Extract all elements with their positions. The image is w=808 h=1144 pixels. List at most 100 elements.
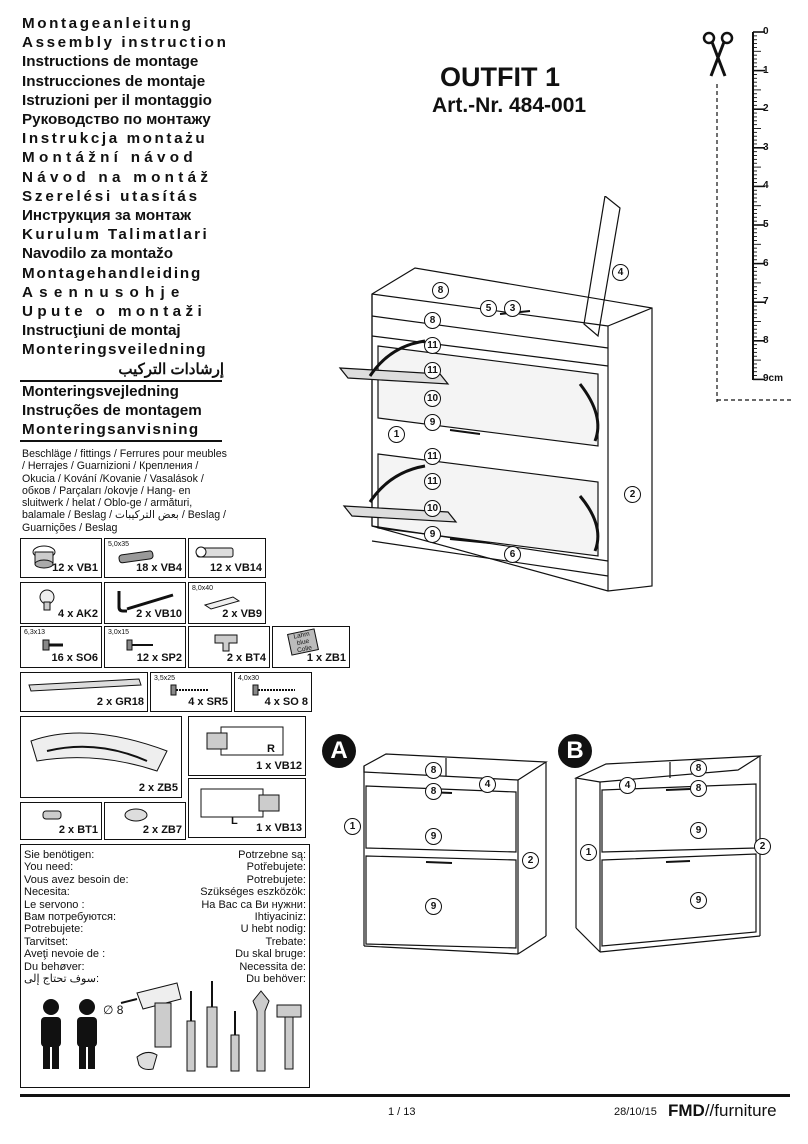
part-sp2: 3,0x15 12 x SP2	[104, 626, 186, 668]
callout-3: 3	[504, 300, 521, 317]
title-ro: Instrucţiuni de montaj	[22, 322, 181, 340]
part-vb9: 8,0x40 2 x VB9	[188, 582, 266, 624]
callout-9: 9	[424, 414, 441, 431]
part-dim: 3,0x15	[108, 629, 130, 636]
part-label: 12 x VB14	[210, 562, 262, 574]
callout-4: 4	[479, 776, 496, 793]
callout-1: 1	[388, 426, 405, 443]
part-label: 1 x VB12	[256, 760, 302, 772]
need-line: Le servono :	[24, 898, 85, 911]
part-bt4: 2 x BT4	[188, 626, 270, 668]
flap-hinge-icon	[30, 732, 168, 772]
part-so8: 4,0x30 4 x SO 8	[234, 672, 312, 712]
title-en: Assembly instruction	[22, 34, 229, 52]
part-label: 12 x SP2	[136, 652, 182, 664]
part-dim: 4,0x30	[238, 675, 260, 682]
title-it: Istruzioni per il montaggio	[22, 91, 212, 109]
callout-1: 1	[344, 818, 361, 835]
ruler-label: 5	[763, 219, 769, 230]
part-vb1: 12 x VB1	[20, 538, 102, 578]
dowel-icon	[118, 550, 154, 564]
title-de: Montageanleitung	[22, 15, 194, 32]
brand-logo: FMD//furniture	[668, 1101, 777, 1121]
part-label: 2 x BT1	[58, 824, 98, 836]
callout-10: 10	[424, 500, 441, 517]
callout-2: 2	[624, 486, 641, 503]
cut-ruler	[702, 31, 791, 402]
callout-2: 2	[522, 852, 539, 869]
title-es: Instrucciones de montaje	[22, 72, 206, 90]
part-vb14: 12 x VB14	[188, 538, 266, 578]
title-sl: Navodilo za montažo	[22, 245, 174, 263]
title-da: Monteringsvejledning	[22, 383, 179, 400]
title-se: Monteringsanvisning	[22, 421, 200, 439]
variant-b-drawing	[573, 755, 763, 953]
screw-icon	[42, 639, 63, 651]
callout-8: 8	[425, 783, 442, 800]
part-dim: 3,5x25	[154, 675, 176, 682]
part-sr5: 3,5x25 4 x SR5	[150, 672, 232, 712]
print-date: 28/10/15	[614, 1106, 657, 1118]
need-line: Вам потребуются:	[24, 911, 117, 924]
hook-screw-icon	[117, 591, 174, 613]
ruler-label: 8	[763, 334, 769, 346]
screw-icon	[170, 684, 209, 696]
drill-icon	[120, 982, 182, 1070]
callout-8: 8	[690, 760, 707, 777]
callout-11: 11	[424, 362, 441, 379]
part-vb12: R 1 x VB12	[188, 716, 306, 776]
part-label: 2 x ZB5	[138, 782, 178, 794]
footer-rule	[20, 1094, 790, 1097]
ruler-label: 3	[763, 141, 769, 153]
article-number: Art.-Nr. 484-001	[432, 94, 587, 117]
part-label: 2 x VB9	[222, 608, 262, 620]
ruler-label: 0	[763, 26, 769, 37]
part-letter: R	[267, 743, 275, 755]
part-label: 2 x VB10	[136, 608, 182, 620]
title-fr: Instructions de montage	[22, 53, 199, 71]
title-ar: إرشادات التركيب	[118, 360, 224, 378]
part-vb13: L 1 x VB13	[188, 778, 306, 838]
title-nl: Montagehandleiding	[22, 264, 203, 282]
ruler-label: 1	[763, 64, 769, 76]
variant-b-marker: B	[558, 734, 592, 768]
product-name: OUTFIT 1	[440, 62, 560, 92]
need-line: Tarvitset:	[24, 935, 69, 948]
divider-line	[20, 380, 222, 382]
need-line: На Вас са Ви нужни:	[201, 898, 306, 911]
divider-line	[20, 440, 222, 442]
part-so6: 6,3x13 16 x SO6	[20, 626, 102, 668]
part-label: 1 x ZB1	[306, 652, 346, 664]
felt-pad-icon	[124, 808, 148, 822]
part-label: 12 x VB1	[52, 562, 98, 574]
part-label: 1 x VB13	[256, 822, 302, 834]
need-line: Trebate:	[265, 935, 306, 948]
need-line: Potrebujete:	[24, 923, 84, 936]
need-line: Du behöver:	[246, 973, 306, 986]
need-line: Ihtiyaciniz:	[254, 911, 306, 924]
need-line: Potrzebne są:	[238, 849, 306, 861]
need-line: Vous avez besoin de:	[24, 873, 129, 886]
callout-9: 9	[424, 526, 441, 543]
need-line: Potřebujete:	[246, 861, 306, 874]
scissors-icon	[702, 31, 734, 77]
callout-10: 10	[424, 390, 441, 407]
variant-a-marker: A	[322, 734, 356, 768]
ruler-label: 6	[763, 257, 769, 269]
fittings-description: Beschläge / fittings / Ferrures pour meu…	[22, 448, 227, 534]
part-label: 4 x AK2	[58, 608, 98, 620]
need-line: Du behøver:	[24, 960, 85, 973]
title-ru: Руководство по монтажу	[22, 111, 211, 129]
callout-11: 11	[424, 473, 441, 490]
screwdrivers-hammer-icon	[186, 981, 302, 1072]
ruler-label: 9cm	[763, 373, 784, 385]
callout-9: 9	[425, 898, 442, 915]
title-no: Monteringsveiledning	[22, 341, 207, 359]
cam-lock-icon	[32, 545, 56, 569]
need-line: Potrebujete:	[246, 873, 306, 886]
title-hr: Upute o montaži	[22, 303, 207, 321]
title-hu: Szerelési utasítás	[22, 187, 200, 205]
wall-plug-icon	[203, 596, 241, 610]
hinge-mount-icon	[200, 788, 280, 818]
part-vb10: 2 x VB10	[104, 582, 186, 624]
